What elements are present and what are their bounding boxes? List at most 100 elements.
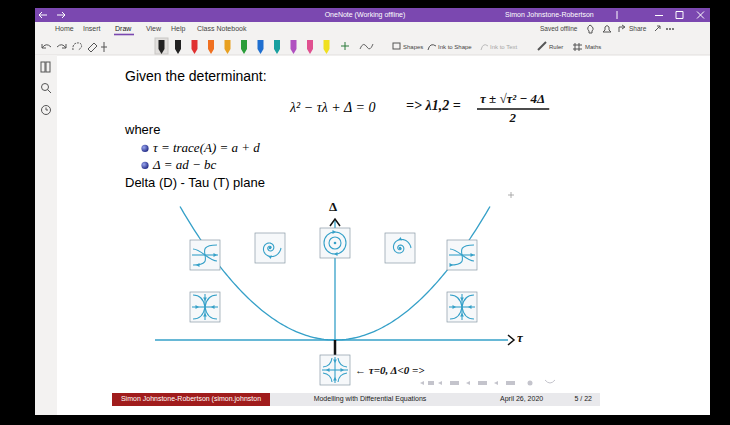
pen-tip [175, 49, 181, 54]
separator [617, 11, 618, 19]
footer-author: Simon Johnstone-Robertson (simon.johnsto… [121, 395, 261, 403]
pen-icon [291, 40, 297, 54]
maximize-button [676, 12, 683, 19]
arrowhead [268, 255, 272, 259]
arrowhead [326, 368, 330, 372]
more-icon [669, 28, 670, 29]
user-name: Simon Johnstone-Robertson [505, 11, 594, 19]
lasso-icon [73, 43, 82, 50]
cursor-mark [508, 192, 514, 198]
trajectory [205, 295, 217, 307]
equilibrium [269, 247, 272, 250]
orbit [329, 237, 341, 249]
arrowhead [449, 263, 453, 267]
nav-symbol [420, 381, 424, 385]
nav-symbol [528, 381, 533, 386]
trajectory [193, 307, 205, 319]
ribbon [35, 22, 710, 55]
nav-symbol [450, 381, 459, 385]
slide-heading: Given the determinant: [125, 68, 267, 84]
trajectory [338, 373, 347, 382]
handwritten-numerator: τ ± √τ² − 4Δ [480, 92, 545, 107]
ribbon-tab: Class Notebook [197, 25, 246, 33]
share-icon [619, 25, 625, 32]
status-text: Saved offline [540, 25, 577, 32]
spiral-portrait [385, 233, 415, 263]
arrowhead [460, 297, 464, 301]
equilibrium [334, 242, 337, 245]
pen-body [225, 40, 231, 49]
notebook-icon [46, 62, 50, 72]
title-bar: OneNote (Working offline)Simon Johnstone… [35, 8, 710, 22]
eraser-icon [88, 43, 97, 52]
pen-body [241, 40, 247, 49]
recent-icon [46, 108, 48, 111]
pen-body [324, 40, 330, 49]
saddle-portrait [320, 355, 350, 385]
pen-icon [258, 40, 264, 54]
arrowhead [333, 359, 337, 363]
pen-icon [324, 40, 330, 54]
pen-body [192, 40, 198, 49]
ink-to-shape-icon [428, 45, 436, 50]
slide-text: where [125, 123, 160, 138]
arrowhead [332, 230, 336, 234]
portrait-frame [190, 292, 220, 322]
trajectory [193, 245, 217, 265]
undo-icon [42, 44, 46, 48]
trajectory [323, 373, 332, 382]
notebook-icon [41, 62, 45, 72]
s-portrait [190, 240, 220, 270]
slide-text: Delta (D) - Tau (T) plane [125, 176, 265, 191]
pen-icon [225, 40, 231, 54]
bell-icon [603, 26, 611, 33]
pen-tip [208, 49, 214, 54]
pen-tip [192, 49, 198, 54]
ink-to-text-icon [481, 45, 488, 50]
redo-icon [62, 44, 66, 48]
pen-tip [225, 49, 231, 54]
delta-tau-plane [155, 207, 514, 385]
nav-symbol [428, 381, 434, 385]
arrowhead [334, 252, 338, 256]
portrait-frame [320, 355, 350, 385]
axis-label: Δ [329, 200, 337, 215]
arrowhead [211, 305, 215, 309]
redo-icon [57, 45, 66, 48]
trajectory [205, 307, 217, 319]
ribbon-tab: Insert [83, 25, 101, 33]
recent-icon [42, 106, 51, 115]
ruler-icon [538, 42, 546, 50]
pen-body [159, 40, 165, 49]
pen-icon [241, 40, 247, 54]
portrait-frame [447, 292, 477, 322]
button-label: Ink to Text [490, 44, 517, 51]
minimize-button [655, 15, 663, 16]
pen-icon [208, 40, 214, 54]
button-label: Ruler [549, 44, 563, 51]
footer-author-band: Simon Johnstone-Robertson (simon.johnsto… [112, 393, 270, 406]
page-number: 5 / 22 [574, 395, 592, 403]
pen-tip [274, 49, 280, 54]
sidebar [35, 55, 57, 415]
pen-body [208, 40, 214, 49]
pen-body [175, 40, 181, 49]
undo-icon [42, 45, 51, 48]
footer-date: April 26, 2020 [500, 395, 543, 403]
orbit [324, 232, 346, 254]
arrowhead [452, 305, 456, 309]
selected-pen-frame [155, 38, 168, 54]
portrait-frame [385, 233, 415, 263]
bullet [141, 162, 148, 169]
bullet-text: τ = trace(A) = a + d [153, 141, 260, 156]
pen-palette [159, 40, 330, 54]
node-portrait [190, 292, 220, 322]
footer-title-band: Modelling with Differential Equations [270, 393, 470, 406]
pen-icon [307, 40, 313, 54]
math-icon [573, 43, 582, 51]
trajectory [462, 295, 474, 307]
toolbar-icons [42, 25, 674, 54]
pen-tip [159, 49, 165, 54]
handwritten-note: => λ1,2 = [406, 98, 461, 114]
